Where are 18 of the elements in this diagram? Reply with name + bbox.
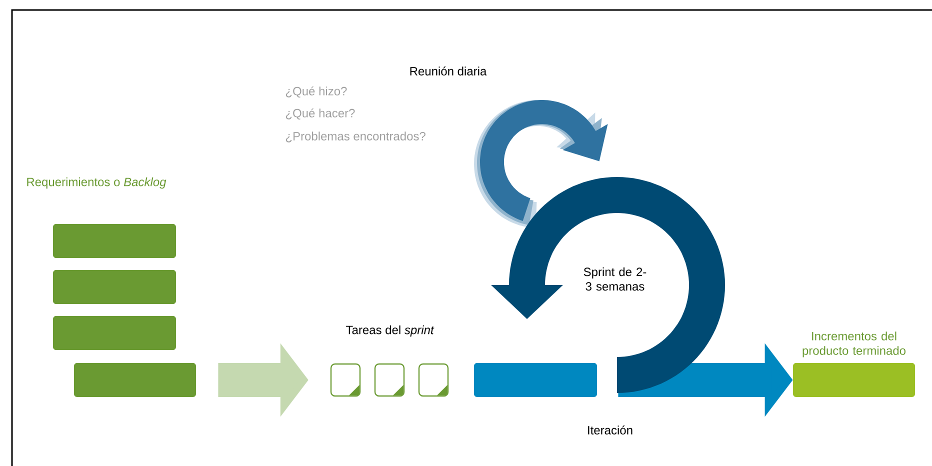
node-label: Incrementos del producto terminado — [802, 332, 906, 358]
product-bar: Incrementos del producto terminado — [793, 332, 915, 397]
bar — [74, 363, 196, 397]
bar — [53, 224, 176, 258]
bar — [53, 316, 176, 350]
bar — [53, 270, 176, 304]
text-label: Requerimientos o Backlog — [27, 177, 166, 189]
note-icon — [374, 363, 405, 397]
bar — [474, 363, 597, 397]
text-label: ¿Qué hizo? — [286, 86, 347, 98]
text-label: Reunión diaria — [410, 66, 487, 76]
text-label: Sprint de 2-3 semanas — [584, 267, 646, 291]
text-label: Tareas del sprint — [346, 325, 434, 337]
note-icon — [330, 363, 361, 397]
text-label: Iteración — [588, 426, 632, 434]
text-label: ¿Problemas encontrados? — [286, 132, 426, 142]
note-icon — [418, 363, 449, 397]
text-label: ¿Qué hacer? — [286, 108, 355, 120]
